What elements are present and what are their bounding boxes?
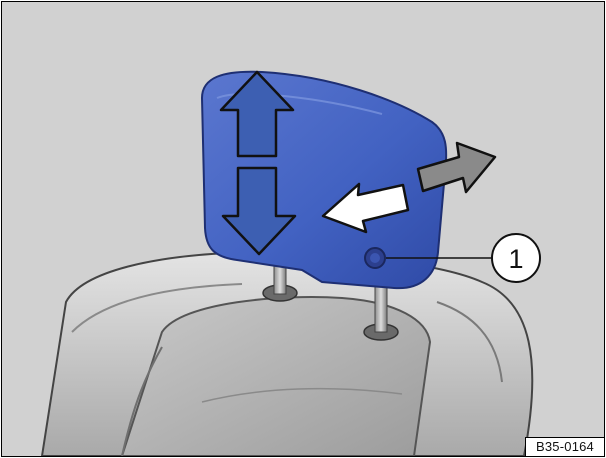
figure-code: B35-0164 [525, 437, 604, 456]
seat-backrest [42, 252, 532, 456]
callout-number: 1 [508, 244, 523, 274]
